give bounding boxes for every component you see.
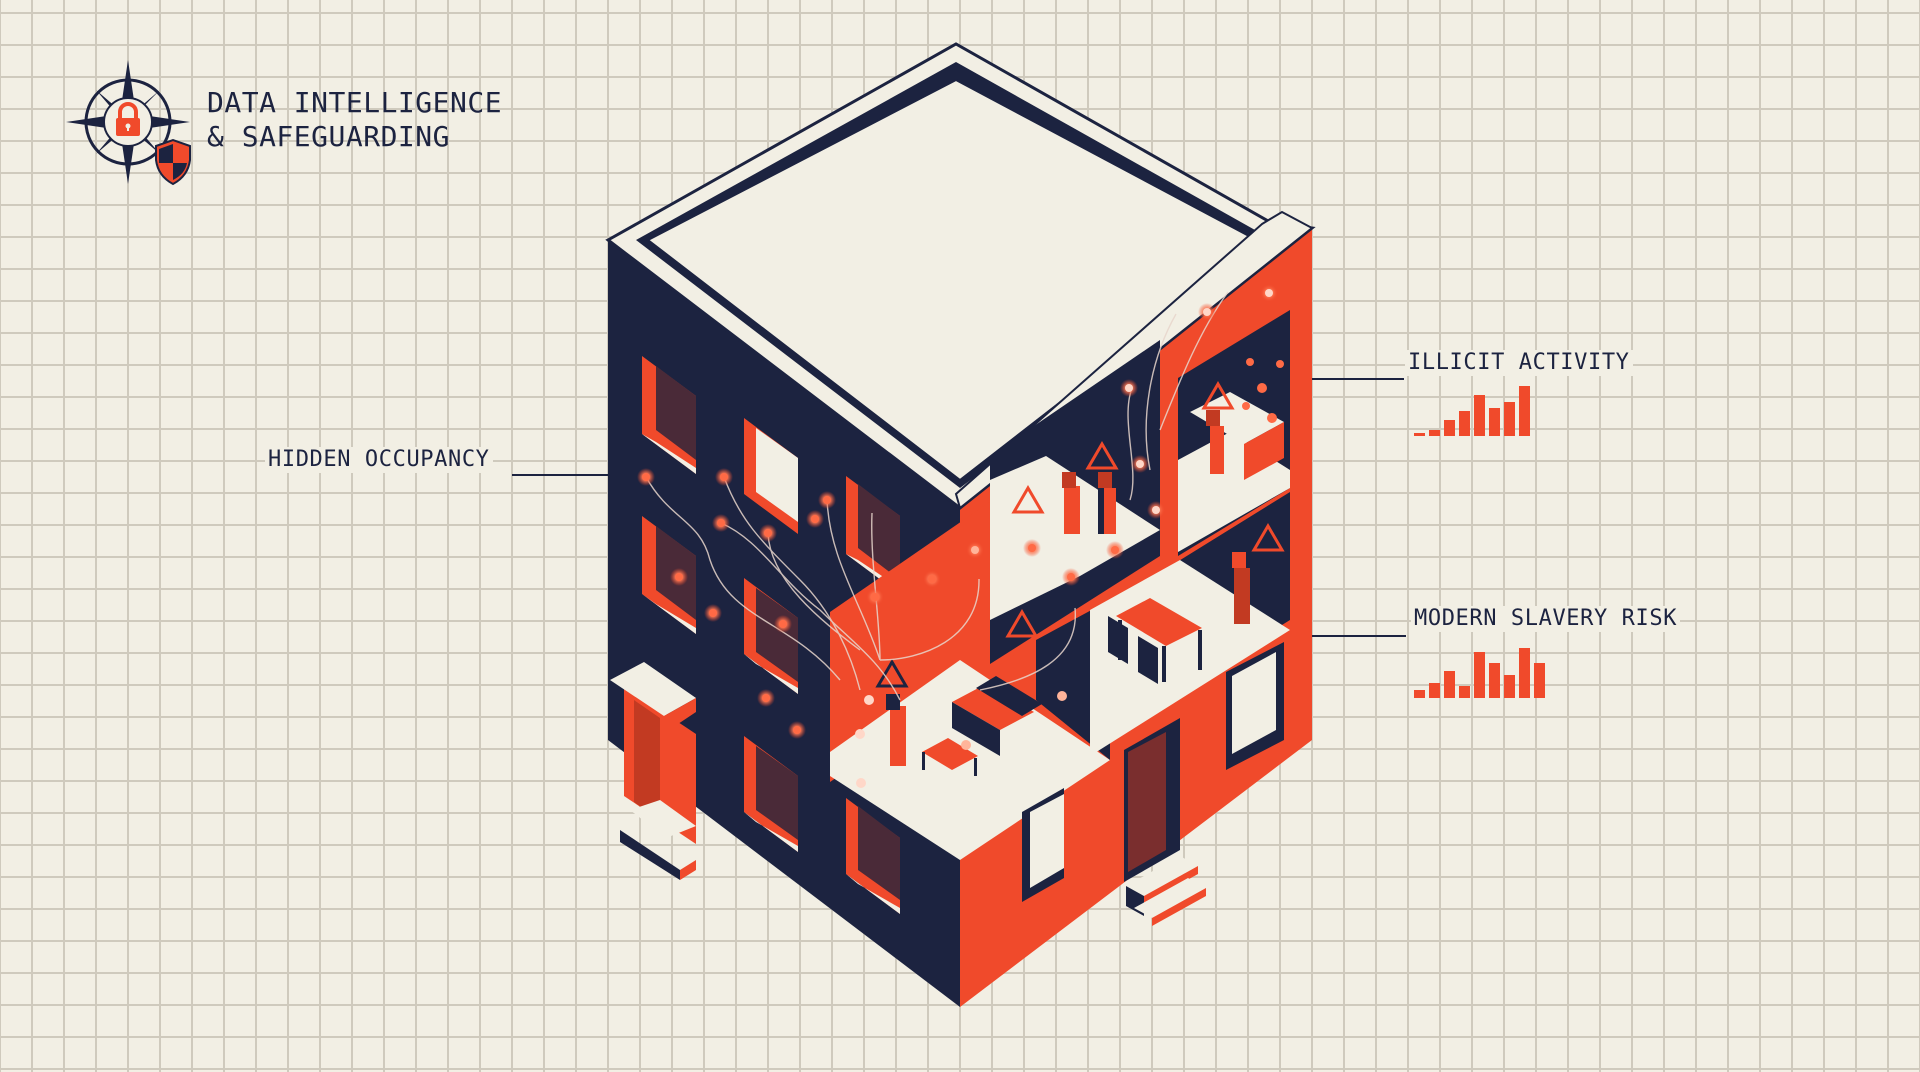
connector-illicit-activity [1312, 378, 1404, 380]
left-door [610, 662, 696, 880]
connector-modern-slavery-risk [1312, 635, 1406, 637]
shield-icon [155, 138, 191, 186]
illicit-activity-chart [1414, 382, 1530, 436]
left-wall-windows [642, 356, 900, 914]
chart-bar [1534, 663, 1545, 698]
label-hidden-occupancy: HIDDEN OCCUPANCY [265, 447, 493, 473]
brand-title: DATA INTELLIGENCE & SAFEGUARDING [207, 86, 502, 154]
chart-bar [1444, 420, 1455, 436]
chart-bar [1429, 430, 1440, 436]
compass-icon [66, 60, 191, 186]
chart-bar [1519, 648, 1530, 698]
chart-bar [1489, 663, 1500, 698]
chart-bar [1504, 675, 1515, 698]
chart-bar [1414, 433, 1425, 436]
chart-bar [1519, 386, 1530, 436]
chart-bar [1459, 686, 1470, 698]
label-modern-slavery-risk: MODERN SLAVERY RISK [1411, 606, 1681, 632]
chart-bar [1504, 402, 1515, 436]
modern-slavery-risk-chart [1414, 644, 1545, 698]
chart-bar [1489, 408, 1500, 436]
chart-bar [1459, 411, 1470, 436]
brand-title-line1: DATA INTELLIGENCE [207, 86, 503, 119]
brand-title-line2: & SAFEGUARDING [207, 120, 451, 153]
person-figures [886, 410, 1250, 766]
cutaway-back-wall-red [830, 470, 1036, 782]
chart-bar [1474, 395, 1485, 436]
padlock-icon [116, 102, 140, 136]
network-wires [645, 291, 1229, 701]
connector-hidden-occupancy [512, 474, 608, 476]
chart-bar [1414, 690, 1425, 698]
warning-icon [1005, 381, 1285, 638]
network-nodes [637, 284, 1284, 788]
chart-bar [1474, 652, 1485, 698]
chart-bar [1429, 683, 1440, 698]
label-illicit-activity: ILLICIT ACTIVITY [1405, 350, 1633, 376]
chart-bar [1444, 671, 1455, 698]
